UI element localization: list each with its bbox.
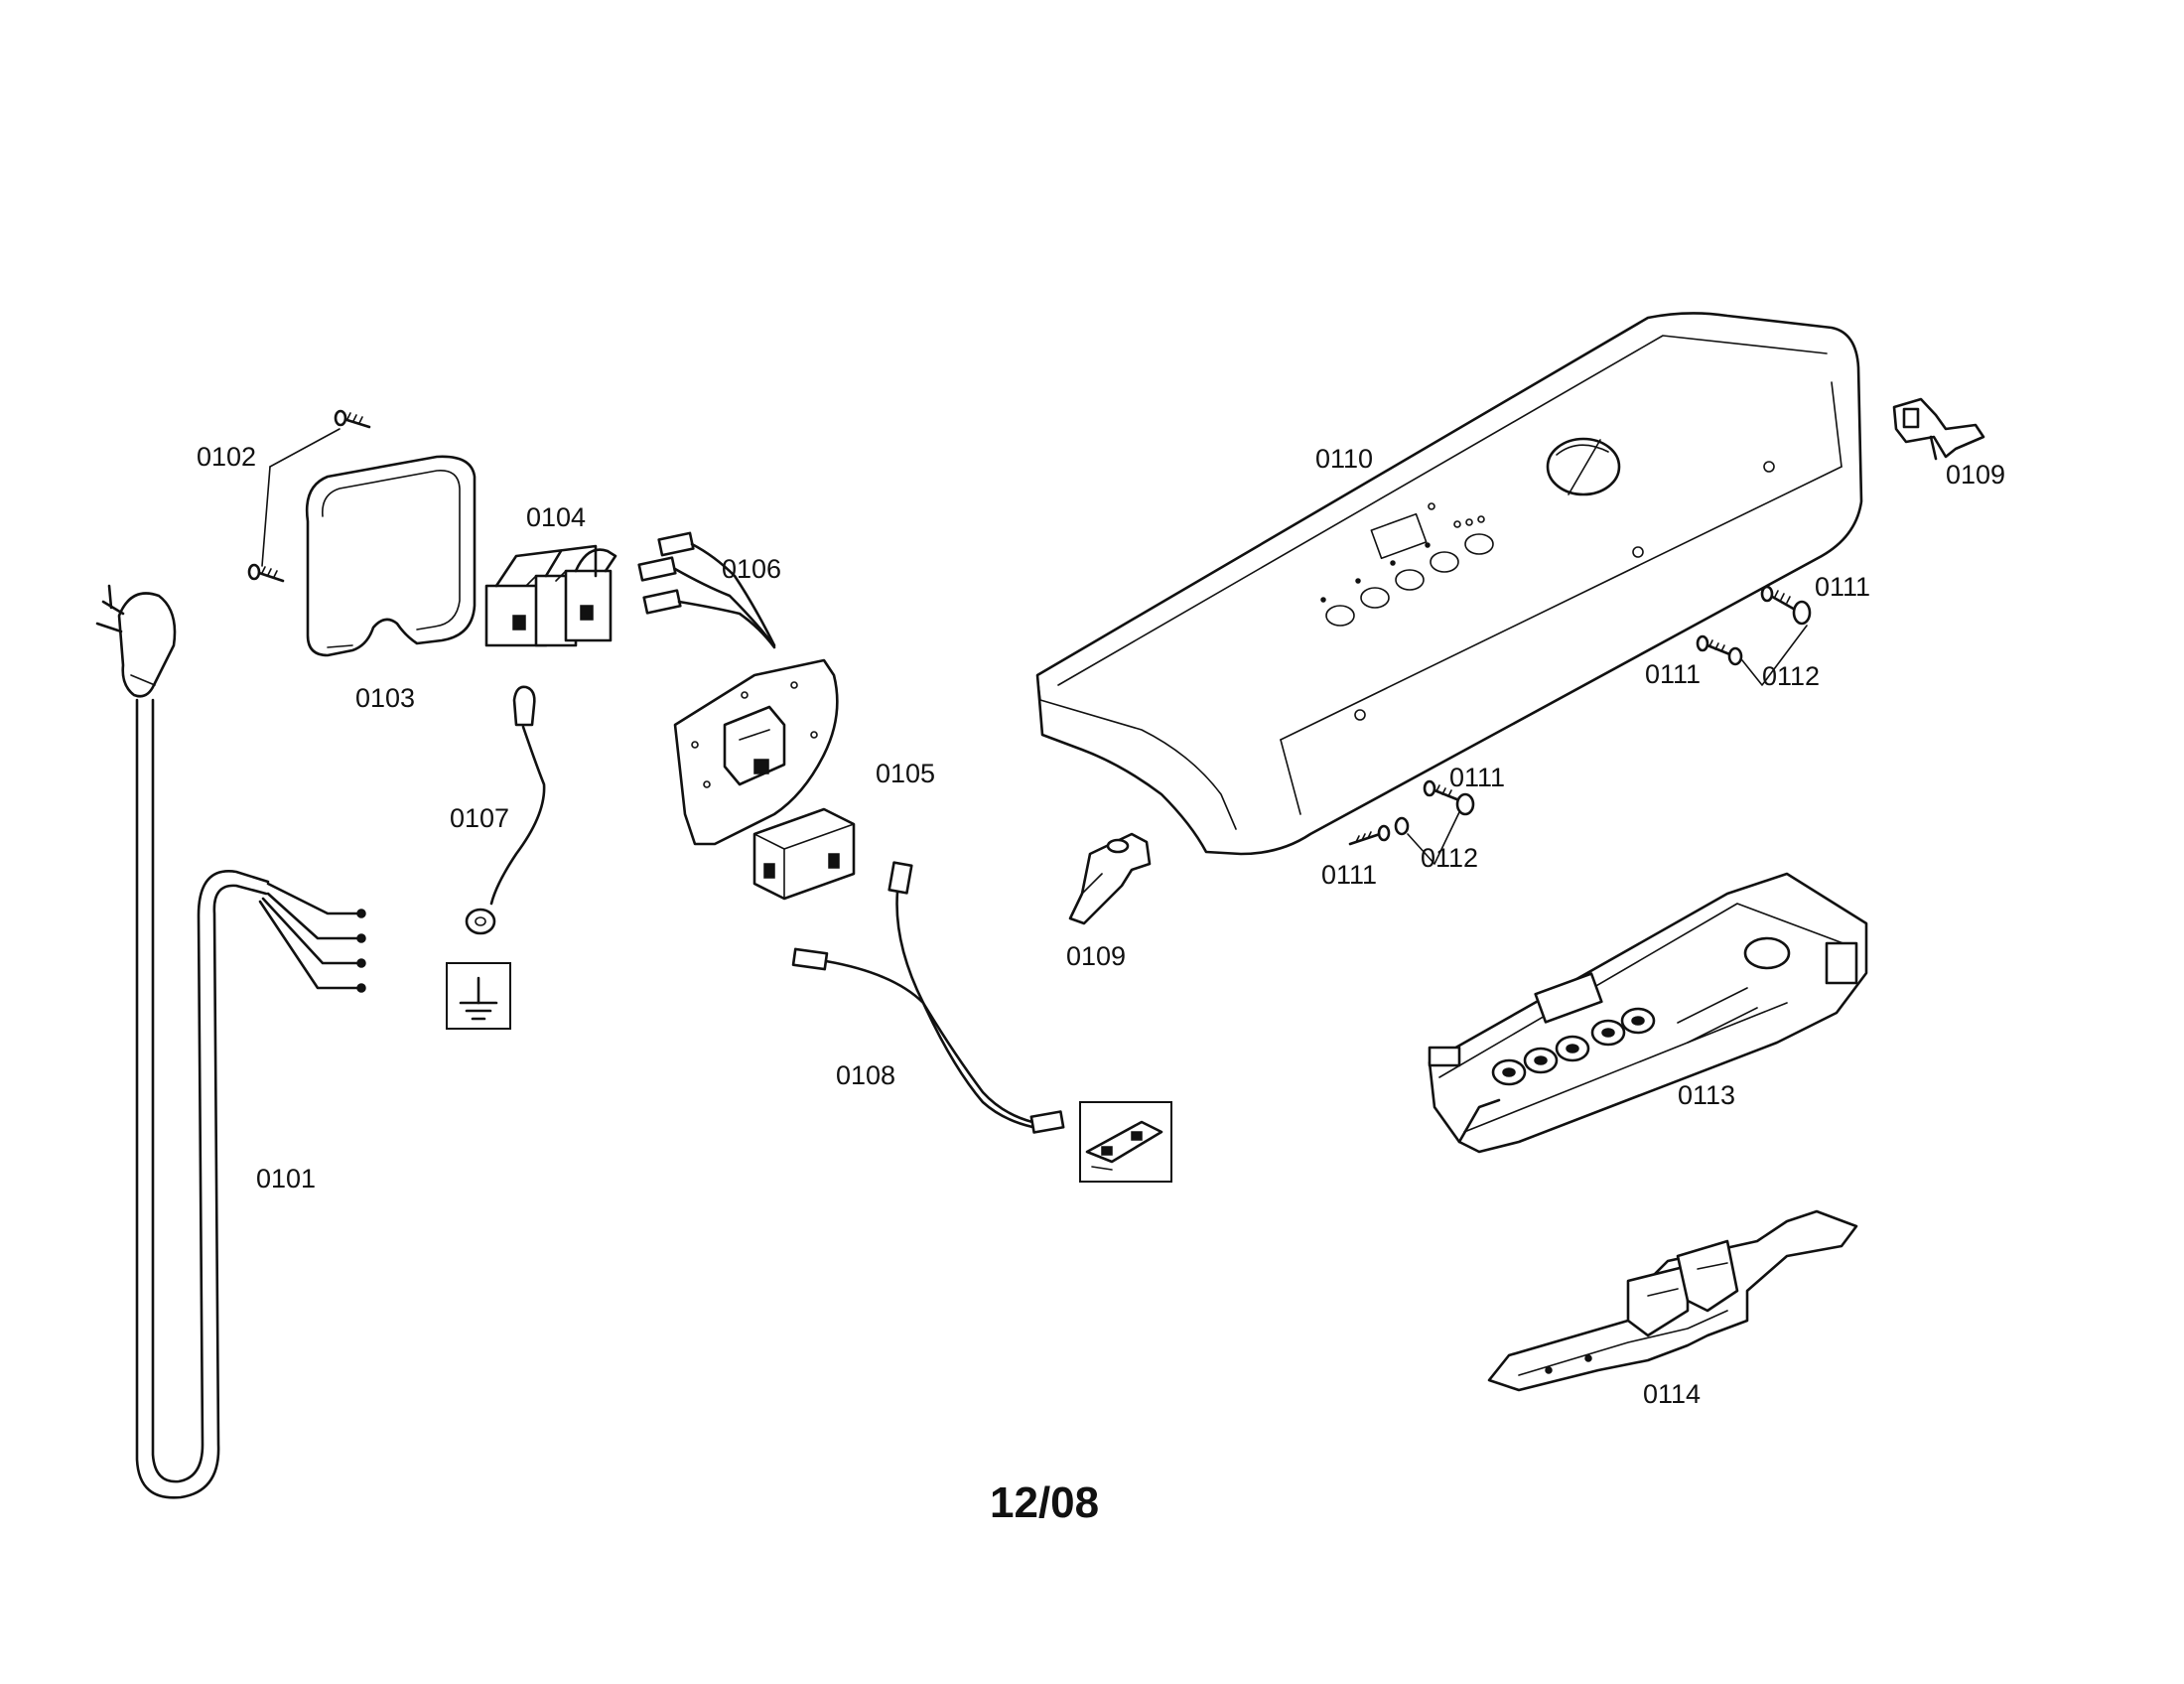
fascia-screw-part[interactable] — [1760, 585, 1812, 626]
callout-labels: 0101 0102 0103 0104 0105 0106 0107 0108 … — [197, 442, 2005, 1409]
callout-0109-right: 0109 — [1946, 460, 2005, 490]
lower-bracket-part[interactable] — [1487, 1209, 1858, 1392]
ground-wire-part[interactable] — [465, 685, 546, 935]
callout-0107: 0107 — [450, 803, 509, 833]
callout-0111-d: 0111 — [1321, 860, 1377, 890]
callout-0114: 0114 — [1643, 1379, 1701, 1409]
callout-0111-b: 0111 — [1645, 659, 1701, 689]
callout-0105: 0105 — [876, 759, 935, 788]
control-board-part[interactable] — [1428, 872, 1868, 1154]
callout-0102: 0102 — [197, 442, 256, 472]
callout-0108: 0108 — [836, 1060, 895, 1090]
washer-leader-lines — [1407, 625, 1808, 865]
callout-0111-c: 0111 — [1449, 763, 1505, 792]
callout-0106: 0106 — [722, 554, 781, 584]
terminal-block-part[interactable] — [484, 544, 617, 647]
fascia-screw-part[interactable] — [1348, 816, 1410, 846]
box-screws-part[interactable] — [247, 409, 371, 583]
callout-0104: 0104 — [526, 502, 586, 532]
wire-harness-part[interactable] — [637, 531, 776, 649]
display-harness-part[interactable] — [791, 861, 1172, 1183]
end-clip-left-part[interactable] — [1068, 832, 1152, 925]
callout-0103: 0103 — [355, 683, 415, 713]
relay-bracket-part[interactable] — [673, 658, 856, 901]
fascia-screw-part[interactable] — [1423, 779, 1475, 816]
callout-0113: 0113 — [1678, 1080, 1735, 1110]
end-clip-right-part[interactable] — [1892, 397, 1985, 461]
fascia-screw-part[interactable] — [1696, 634, 1743, 666]
control-panel-fascia-part[interactable] — [1035, 312, 1863, 856]
callout-0110: 0110 — [1315, 444, 1373, 474]
terminal-box-cover-part[interactable] — [305, 455, 477, 657]
callout-0111-a: 0111 — [1815, 572, 1870, 602]
power-cord-part[interactable] — [95, 584, 366, 1499]
ground-icon — [446, 962, 511, 1030]
callout-0109-left: 0109 — [1066, 941, 1126, 971]
callout-0101: 0101 — [256, 1164, 316, 1193]
date-code: 12/08 — [990, 1478, 1099, 1527]
callout-0112-a: 0112 — [1762, 661, 1820, 691]
callout-0112-b: 0112 — [1421, 843, 1478, 873]
